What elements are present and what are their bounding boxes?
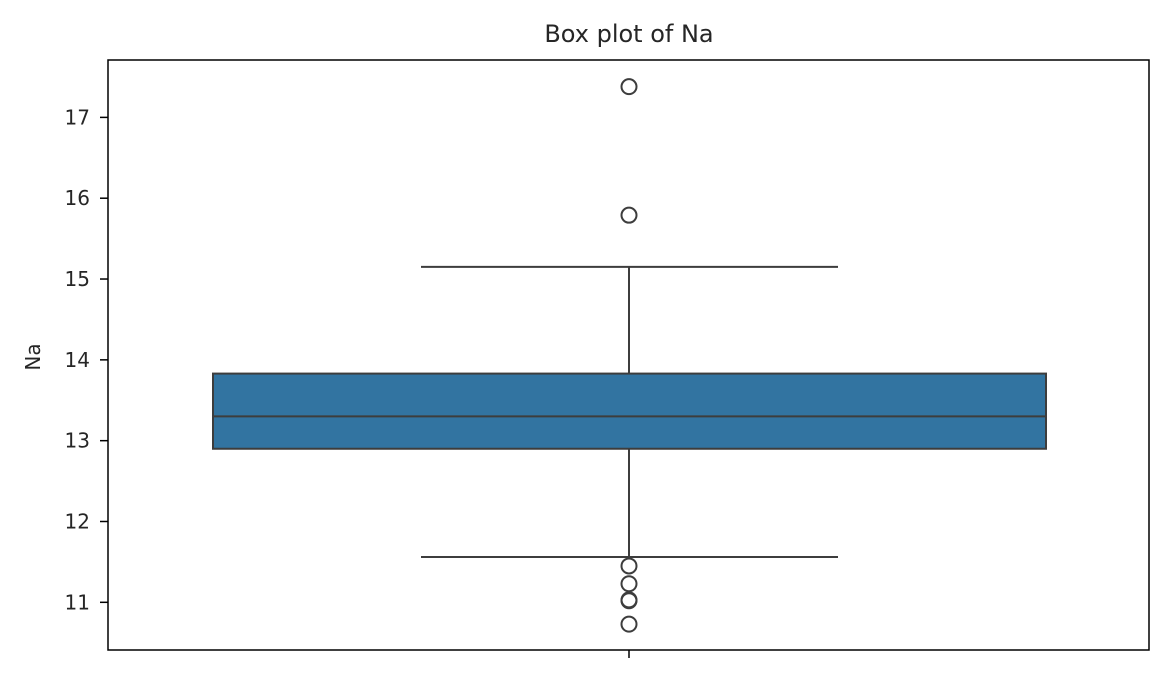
- outlier-point: [620, 557, 638, 575]
- outlier-point: [620, 575, 638, 593]
- y-tick-label: 16: [65, 186, 90, 210]
- outlier-point: [620, 78, 638, 96]
- plot-area: [212, 78, 1047, 633]
- outlier-point: [620, 206, 638, 224]
- y-tick-label: 12: [65, 509, 90, 533]
- y-tick-label: 17: [65, 105, 90, 129]
- y-tick-label: 14: [65, 348, 90, 372]
- interquartile-box: [212, 372, 1047, 450]
- outlier-point: [620, 592, 638, 610]
- y-tick-label: 11: [65, 590, 90, 614]
- y-tick-label: 15: [65, 267, 90, 291]
- chart-title: Box plot of Na: [544, 20, 713, 48]
- y-axis-label: Na: [21, 343, 45, 370]
- y-tick-label: 13: [65, 429, 90, 453]
- y-axis: 11 12 13 14 15 16 17: [65, 105, 108, 614]
- outlier-point: [620, 615, 638, 633]
